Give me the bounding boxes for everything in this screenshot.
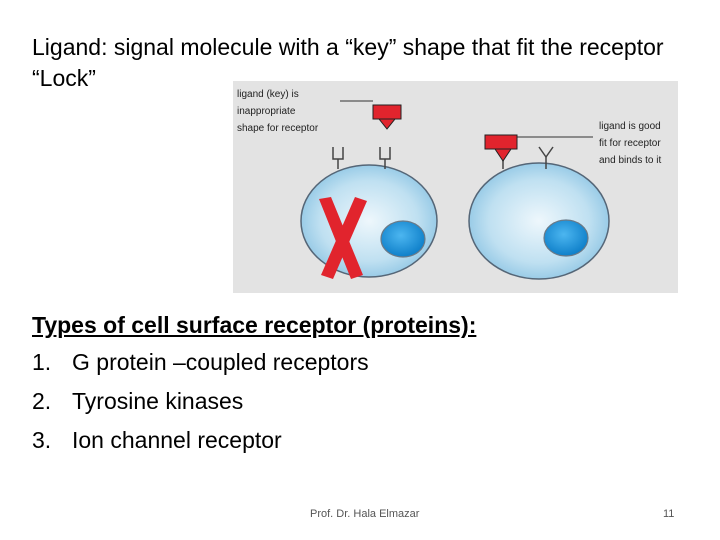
left-cell: [300, 164, 438, 278]
list-number: 2.: [32, 388, 52, 414]
caption-good-3: and binds to it: [599, 155, 661, 166]
footer-author: Prof. Dr. Hala Elmazar: [310, 508, 420, 520]
right-nucleus: [543, 219, 589, 257]
receptor-types-list: 1. G protein –coupled receptors 2. Tyros…: [32, 343, 369, 460]
list-label: G protein –coupled receptors: [72, 349, 369, 375]
caption-good-1: ligand is good: [599, 121, 661, 132]
list-item: 2. Tyrosine kinases: [32, 382, 369, 421]
list-number: 1.: [32, 349, 52, 375]
right-cell: [468, 162, 610, 280]
slide-title: Ligand: signal molecule with a “key” sha…: [32, 34, 664, 91]
page-number: 11: [663, 508, 675, 520]
ligand-bad: [372, 104, 402, 120]
left-nucleus: [380, 220, 426, 258]
list-number: 3.: [32, 427, 52, 453]
list-item: 1. G protein –coupled receptors: [32, 343, 369, 382]
x-mark-icon: [319, 197, 367, 279]
ligand-receptor-diagram: ligand (key) is inappropriate shape for …: [233, 81, 678, 293]
ligand-good: [484, 134, 518, 150]
ligand-receptor-figure: ligand (key) is inappropriate shape for …: [233, 81, 678, 293]
list-item: 3. Ion channel receptor: [32, 421, 369, 460]
list-label: Ion channel receptor: [72, 427, 282, 453]
figure-background: [233, 81, 678, 293]
receptor-types-heading: Types of cell surface receptor (proteins…: [32, 312, 477, 338]
caption-good-2: fit for receptor: [599, 138, 661, 149]
caption-bad-2: inappropriate: [237, 106, 296, 117]
caption-bad-1: ligand (key) is: [237, 89, 299, 100]
list-label: Tyrosine kinases: [72, 388, 244, 414]
caption-bad-3: shape for receptor: [237, 123, 319, 134]
